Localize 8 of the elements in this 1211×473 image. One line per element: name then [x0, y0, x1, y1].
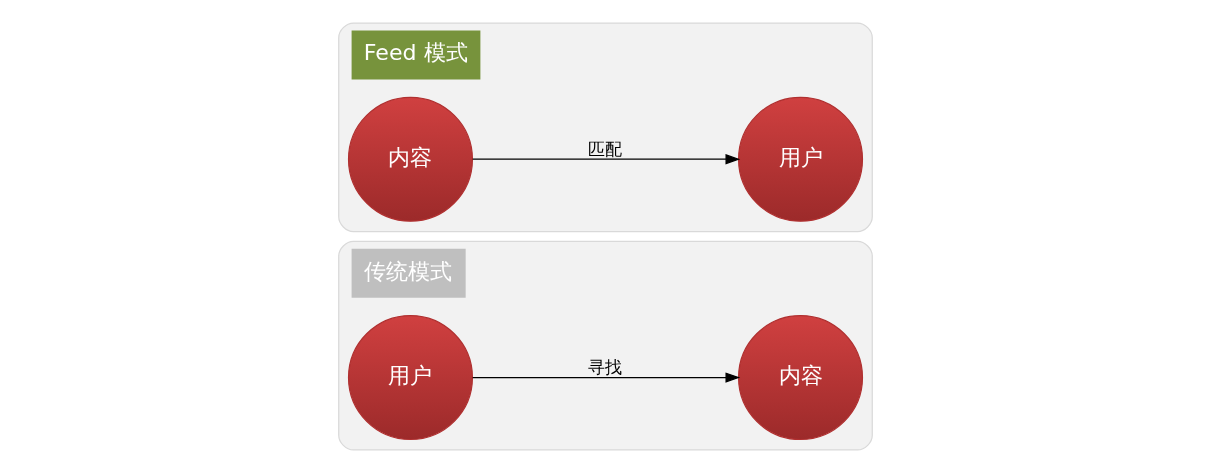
arrow: [472, 154, 741, 165]
arrow: [472, 372, 741, 383]
edge-label: 寻找: [588, 356, 623, 377]
node-circle: 用户: [347, 315, 474, 441]
node-circle: 用户: [737, 96, 864, 222]
node-circle: 内容: [737, 315, 864, 441]
edge-label: 匹配: [588, 138, 623, 159]
node-circle: 内容: [347, 96, 474, 222]
